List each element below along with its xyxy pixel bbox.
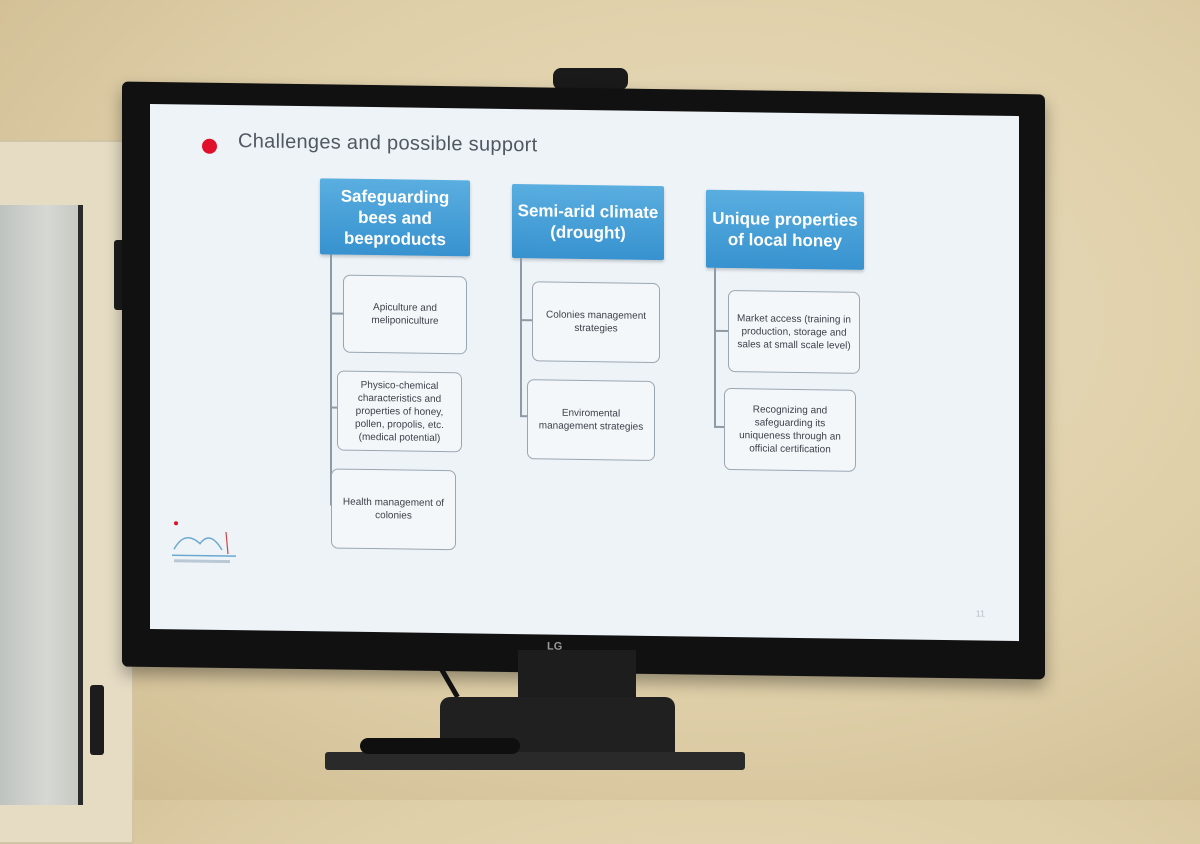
- webcam: [553, 68, 628, 90]
- item-box: Physico-chemical characteristics and pro…: [337, 370, 462, 453]
- connector-line: [330, 254, 332, 505]
- slide-screen: Challenges and possible support Safeguar…: [150, 103, 1019, 642]
- column-header-semi-arid: Semi-arid climate (drought): [512, 184, 664, 261]
- organization-logo-icon: [172, 521, 236, 564]
- item-box: Apiculture and meliponiculture: [343, 274, 467, 355]
- tv-stand-neck: [518, 650, 636, 700]
- bullet-dot-icon: [202, 138, 217, 154]
- connector-line: [330, 312, 344, 315]
- column-header-unique-properties: Unique properties of local honey: [706, 189, 864, 270]
- door-hinge: [90, 685, 104, 755]
- item-box: Recognizing and safeguarding its uniquen…: [724, 387, 856, 472]
- item-box: Market access (training in production, s…: [728, 290, 860, 374]
- page-number: 11: [975, 608, 985, 619]
- item-box: Enviromental management strategies: [527, 379, 655, 461]
- connector-line: [714, 267, 716, 428]
- column-header-safeguarding: Safeguarding bees and beeproducts: [320, 178, 470, 257]
- slide-title: Challenges and possible support: [238, 130, 538, 157]
- remote-control: [360, 738, 520, 754]
- item-box: Colonies management strategies: [532, 281, 660, 364]
- stand-shelf: [325, 752, 745, 770]
- door-glass: [0, 205, 83, 805]
- connector-line: [714, 329, 729, 332]
- item-box: Health management of colonies: [331, 468, 456, 551]
- tv-monitor: Challenges and possible support Safeguar…: [122, 81, 1045, 680]
- connector-line: [520, 258, 522, 417]
